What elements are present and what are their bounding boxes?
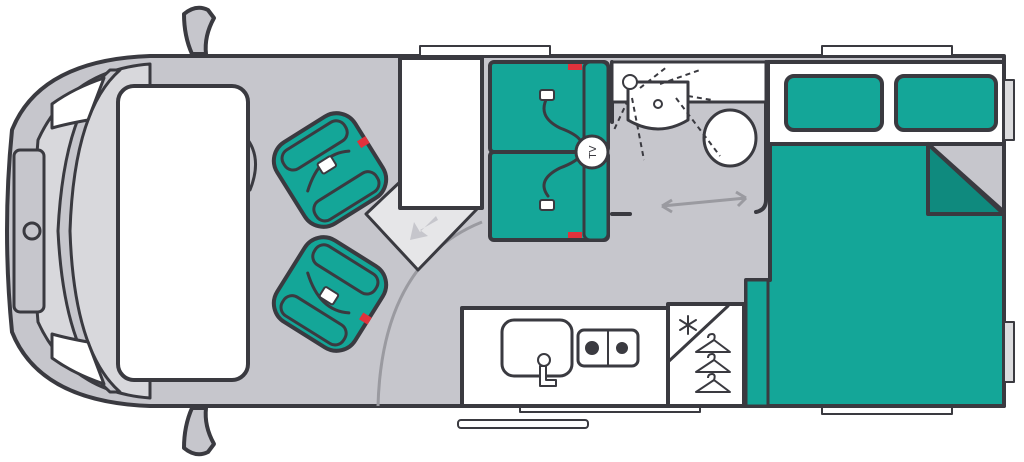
clothes-hanger-icon [695, 333, 731, 393]
seatbelt-icon [539, 199, 555, 211]
windscreen-band [56, 68, 122, 394]
rear-light-bottom [1003, 321, 1015, 383]
sink-tap [539, 365, 557, 387]
mirror-top [182, 5, 216, 56]
sliding-door-arrow [661, 190, 748, 214]
headlight-bottom [50, 332, 106, 386]
bed-fold [926, 142, 1006, 216]
dashboard [116, 84, 250, 382]
seatbelt-icon [318, 286, 340, 306]
entry-step [457, 419, 589, 429]
sink [500, 318, 574, 378]
rear-light-top [1003, 79, 1015, 141]
window-top-1 [419, 45, 551, 57]
toilet [702, 108, 758, 168]
cab-seat-bottom [271, 235, 389, 353]
window-top-2 [821, 45, 953, 57]
tap [622, 74, 638, 90]
cab-seat-top [271, 111, 389, 229]
bed-step [744, 278, 770, 408]
tv-marker [574, 134, 610, 170]
steering-column [246, 138, 257, 192]
swivel-arc [376, 220, 483, 407]
snowflake-icon [679, 315, 697, 335]
tv-label: TV [588, 145, 599, 159]
front-badge [22, 221, 42, 241]
headlight-top [50, 76, 106, 130]
dinette-table [398, 56, 484, 210]
entry-arrow-icon [410, 216, 438, 240]
bathroom-wall-right [754, 60, 768, 214]
pillow-right [894, 74, 998, 132]
seatbelt-icon [316, 155, 338, 175]
seatbelt-icon [539, 89, 555, 101]
pillow-left [784, 74, 884, 132]
mirror-bottom [182, 406, 216, 457]
shower-dashes [613, 65, 721, 161]
